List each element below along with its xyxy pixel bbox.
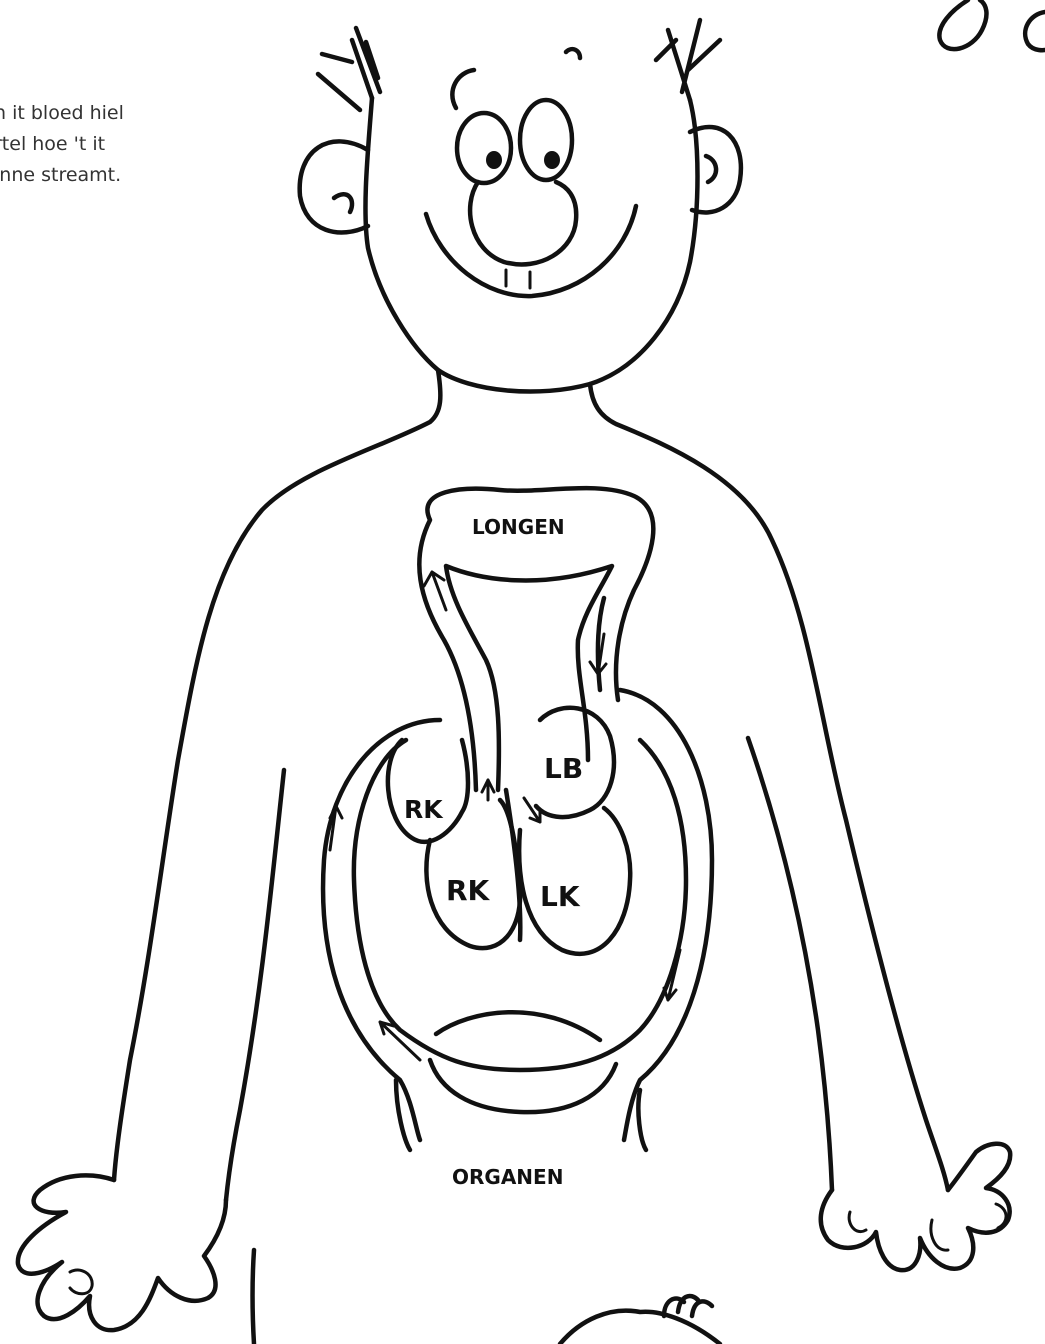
left-pupil: [486, 151, 502, 169]
right-hand: [821, 1144, 1010, 1270]
label-lungs: LONGEN: [472, 515, 565, 539]
legs-lines: [396, 1080, 646, 1150]
nose: [470, 182, 576, 264]
left-arm-inner: [226, 770, 284, 1200]
heart-septum: [506, 790, 520, 940]
label-right-ventricle: RK: [446, 874, 491, 907]
left-ear: [300, 141, 368, 232]
left-eyebrow: [452, 70, 474, 108]
label-organs: ORGANEN: [452, 1165, 563, 1189]
left-side-line: [253, 1250, 255, 1344]
partial-figure-top-right: [939, 0, 1045, 50]
left-hand-thumbnail: [70, 1270, 92, 1294]
right-eye: [520, 100, 572, 180]
right-atrium: [388, 740, 468, 842]
label-left-atrium: LB: [544, 752, 583, 785]
hair-left: [318, 28, 380, 110]
left-hand: [18, 1175, 226, 1330]
right-arm-inner: [748, 738, 832, 1190]
bottom-figure-partial: [560, 1296, 720, 1344]
label-left-ventricle: LK: [540, 880, 581, 913]
flow-arrows: [330, 572, 680, 1060]
right-hand-fingers: [849, 1204, 1006, 1250]
left-eye: [457, 113, 511, 183]
label-right-atrium: RK: [404, 795, 444, 824]
arrow-up-left-loop: [330, 806, 342, 850]
head-outline: [365, 98, 697, 392]
hair-right: [656, 20, 720, 100]
arrow-up-right-ventricle: [482, 780, 494, 800]
right-pupil: [544, 151, 560, 169]
mouth-tooth: [506, 270, 530, 288]
right-eyebrow: [566, 49, 580, 58]
body-outline-left: [114, 370, 440, 1180]
